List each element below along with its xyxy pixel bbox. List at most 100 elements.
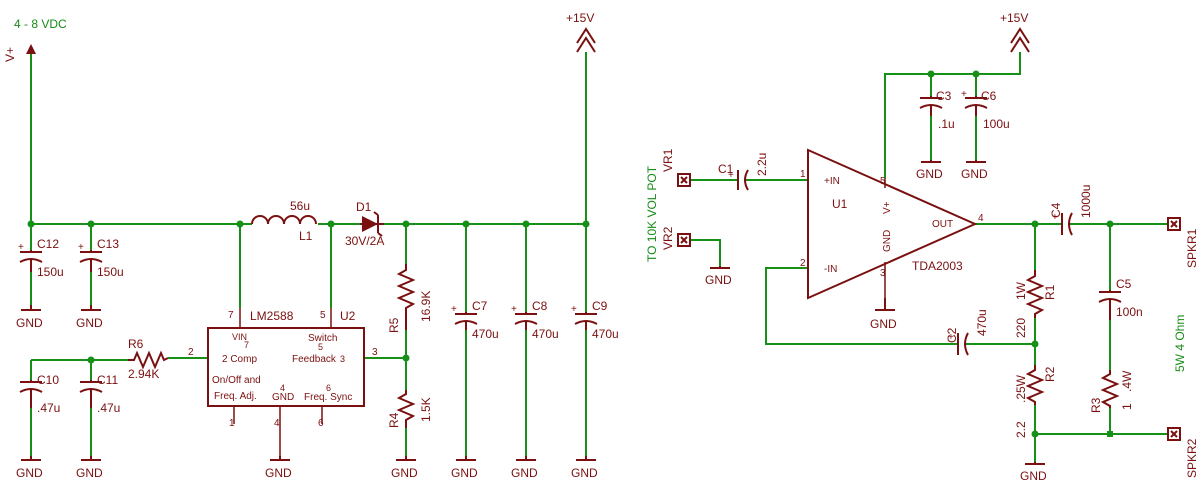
u2-pin3: 3: [372, 347, 378, 358]
r5-name: R5: [387, 317, 401, 333]
svg-text:+: +: [18, 242, 24, 253]
c6-value: 100u: [983, 117, 1010, 131]
c11-value: .47u: [97, 401, 120, 415]
c9-value: 470u: [592, 327, 619, 341]
junction: [402, 220, 410, 228]
u2-feedback: Feedback: [292, 354, 337, 365]
c10-value: .47u: [37, 401, 60, 415]
diode-d1: D1 30V/2A: [345, 200, 384, 248]
c9-name: C9: [592, 299, 608, 313]
vol-pot-label: TO 10K VOL POT: [645, 165, 659, 262]
u1-part-number: TDA2003: [912, 259, 963, 273]
speaker-rating-label: 5W 4 Ohm: [1173, 315, 1187, 372]
gnd-symbol-c6: GND: [961, 160, 988, 181]
u2-freq-sync: Freq. Sync: [304, 392, 352, 403]
svg-text:GND: GND: [1020, 469, 1047, 483]
gnd-symbol-c8: GND: [511, 456, 538, 480]
svg-text:+: +: [78, 242, 84, 253]
u2-pin5-inner: 5: [318, 342, 323, 352]
svg-text:GND: GND: [16, 466, 43, 480]
c6-name: C6: [981, 89, 997, 103]
junction: [522, 220, 530, 228]
plus15-left-symbol: [576, 27, 596, 53]
c11-name: C11: [97, 373, 118, 387]
gnd-symbol-c3: GND: [916, 160, 943, 181]
svg-text:GND: GND: [76, 316, 103, 330]
capacitor-c10: C10 .47u: [19, 373, 60, 415]
svg-text:GND: GND: [705, 273, 732, 287]
r6-value: 2.94K: [128, 367, 159, 381]
u2-pin5: 5: [320, 310, 326, 321]
u1-gnd: GND: [882, 230, 893, 252]
gnd-symbol-c9: GND: [571, 456, 598, 480]
plus15-right-symbol: [1010, 27, 1030, 53]
connector-spkr1[interactable]: SPKR1: [1167, 217, 1199, 268]
u2-pin6-inner: 6: [326, 383, 331, 393]
svg-text:+: +: [961, 89, 967, 100]
output-branch-wires: [1034, 224, 1111, 290]
vplus-arrow-symbol: [26, 44, 36, 54]
connector-spkr2[interactable]: SPKR2: [1167, 427, 1199, 478]
capacitor-c4: + C4 1000u: [1049, 185, 1093, 236]
gnd-symbol-c13: GND: [76, 305, 103, 330]
gnd-symbol-c12: GND: [16, 305, 43, 330]
resistor-r1: 1W 220 R1: [1014, 270, 1057, 338]
c13-name: C13: [97, 237, 119, 251]
r3-rating: .4W: [1120, 370, 1134, 392]
input-voltage-label: 4 - 8 VDC: [14, 17, 67, 31]
l1-name: L1: [299, 229, 313, 243]
junction: [972, 70, 980, 78]
vr2-name: VR2: [661, 226, 675, 250]
u2-pin7-inner: 7: [244, 340, 249, 350]
junction: [402, 354, 410, 362]
resistor-r2: .25W 2.2 R2: [1014, 365, 1057, 438]
resistor-r4: R4 1.5K: [387, 390, 433, 428]
junction: [927, 70, 935, 78]
u2-pin6: 6: [318, 418, 324, 429]
svg-text:GND: GND: [511, 466, 538, 480]
c8-name: C8: [532, 299, 548, 313]
spkr1-name: SPKR1: [1185, 228, 1199, 268]
capacitor-c2: + C2 470u: [945, 309, 989, 356]
u1-pin4: 4: [978, 213, 984, 224]
junction: [27, 220, 35, 228]
svg-text:GND: GND: [961, 167, 988, 181]
u2-name: U2: [340, 309, 356, 323]
spkr2-name: SPKR2: [1185, 438, 1199, 478]
r4-name: R4: [387, 412, 401, 428]
svg-text:GND: GND: [916, 167, 943, 181]
resistor-r3: R3 .4W 1: [1089, 370, 1134, 413]
u1-out: OUT: [932, 219, 953, 230]
output-cap-wires: [465, 224, 587, 312]
r1-name: R1: [1043, 284, 1057, 300]
plus15-left-label: +15V: [566, 11, 594, 25]
switch-node-wires: [239, 224, 407, 308]
connector-vr2[interactable]: VR2: [661, 226, 691, 250]
gnd-symbol-vr2: GND: [705, 266, 732, 287]
connector-vr1[interactable]: VR1: [661, 148, 691, 187]
d1-name: D1: [356, 200, 372, 214]
capacitor-c3: C3 .1u: [919, 89, 955, 131]
junction: [87, 356, 95, 364]
r4-value: 1.5K: [419, 397, 433, 422]
c2-value: 470u: [975, 309, 989, 336]
svg-text:GND: GND: [16, 316, 43, 330]
c12-c13-gnd-wire: [30, 272, 92, 305]
d1-value: 30V/2A: [345, 234, 384, 248]
r2-name: R2: [1043, 366, 1057, 382]
r1-value: 220: [1014, 318, 1028, 338]
l1-value: 56u: [290, 199, 310, 213]
junction: [462, 220, 470, 228]
capacitor-c9: + C9 470u: [571, 299, 619, 341]
inductor-l1: 56u L1: [251, 199, 317, 243]
capacitor-c6: + C6 100u: [961, 89, 1010, 131]
amp-supply-wire: [884, 52, 1021, 178]
ic-lm2588-u2: LM2588 U2 7 5 2 3 1 4 6 VIN 7 2 Comp Swi…: [188, 308, 378, 456]
output-gnd-wires: [405, 330, 587, 456]
u1-vplus: V+: [882, 201, 893, 214]
c7-value: 470u: [472, 327, 499, 341]
c12-name: C12: [37, 237, 59, 251]
u1-pin5: 5: [880, 176, 886, 187]
u2-pin3-inner: 3: [340, 354, 345, 364]
u1-pin2: 2: [800, 258, 806, 269]
